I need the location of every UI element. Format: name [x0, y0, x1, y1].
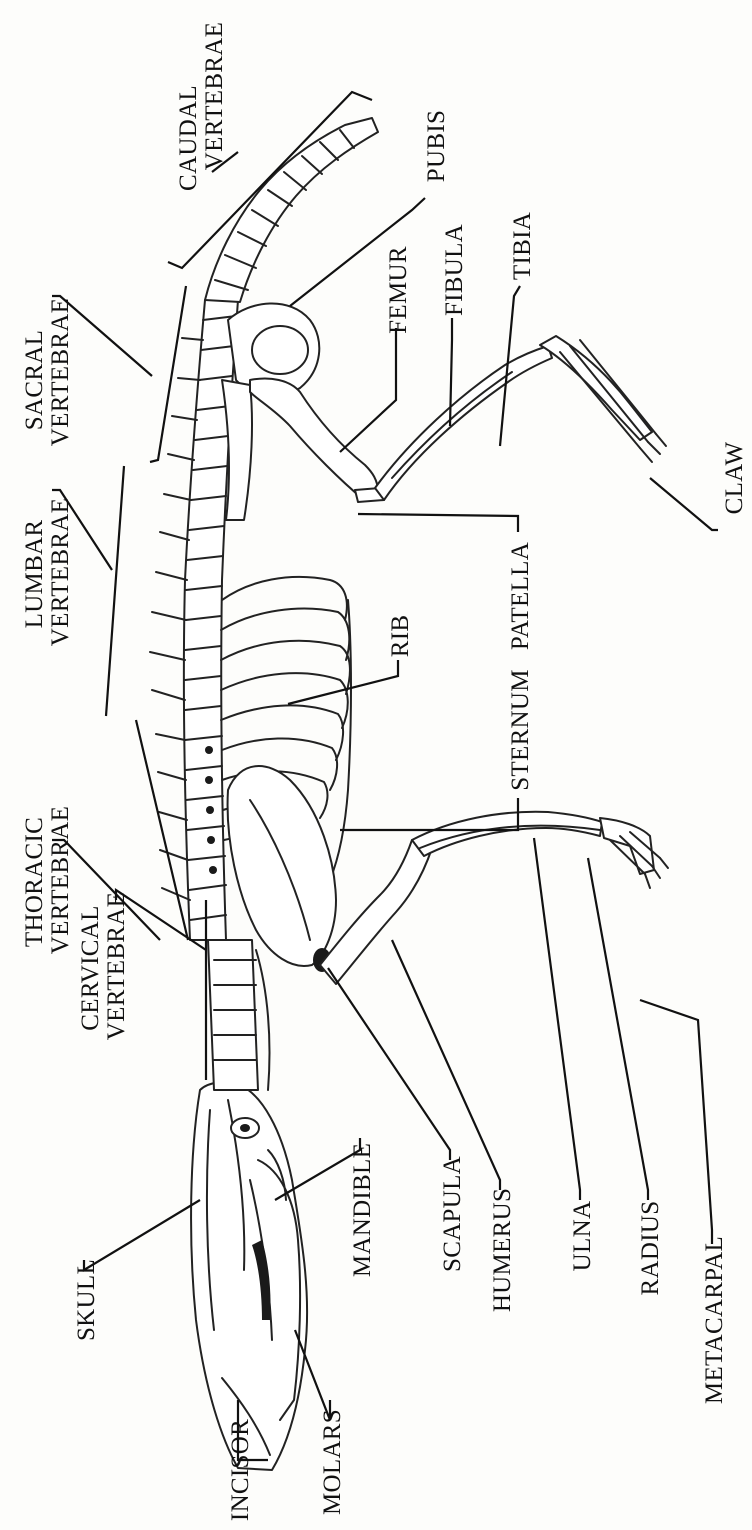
label-humerus: HUMERUS: [489, 1188, 516, 1312]
front-paw-bones: [600, 818, 668, 888]
label-sacral-1: SACRAL: [21, 330, 48, 430]
tibia-fibula-bones: [375, 346, 552, 500]
femur-bone: [250, 379, 378, 501]
label-sacral-2: VERTEBRAE: [47, 298, 74, 446]
label-femur: FEMUR: [385, 246, 412, 334]
skull-bone: [191, 1082, 307, 1470]
label-ulna: ULNA: [569, 1201, 596, 1272]
caudal-vertebrae-bones: [205, 118, 378, 302]
cervical-vertebrae-bones: [208, 940, 270, 1090]
scapula-bone: [228, 766, 336, 966]
label-skull: SKULL: [73, 1259, 100, 1341]
label-radius: RADIUS: [637, 1201, 664, 1296]
label-sternum: STERNUM: [507, 669, 534, 791]
label-cervical-1: CERVICAL: [77, 905, 104, 1030]
label-caudal-2: VERTEBRAE: [201, 22, 228, 170]
label-fibula: FIBULA: [441, 224, 468, 316]
label-molars: MOLARS: [319, 1409, 346, 1515]
label-cervical-2: VERTEBRAE: [103, 892, 130, 1040]
label-patella: PATELLA: [507, 542, 534, 650]
label-thoracic-1: THORACIC: [21, 817, 48, 947]
label-caudal-1: CAUDAL: [175, 85, 202, 191]
label-thoracic-2: VERTEBRAE: [47, 806, 74, 954]
label-pubis: PUBIS: [423, 110, 450, 182]
label-claw: CLAW: [721, 442, 748, 515]
label-metacarpal: METACARPAL: [701, 1236, 728, 1404]
hind-foot-bones: [540, 336, 666, 462]
sternum-bone: [330, 600, 351, 880]
label-tibia: TIBIA: [509, 212, 536, 280]
labels: CAUDAL VERTEBRAE PUBIS TIBIA FIBULA FEMU…: [21, 22, 748, 1521]
label-scapula: SCAPULA: [439, 1156, 466, 1272]
label-lumbar-2: VERTEBRAE: [47, 498, 74, 646]
label-incisor: INCISOR: [227, 1419, 254, 1521]
label-mandible: MANDIBLE: [349, 1143, 376, 1277]
label-lumbar-1: LUMBAR: [21, 520, 48, 629]
label-rib: RIB: [387, 615, 414, 658]
forearm-bones: [412, 812, 602, 856]
